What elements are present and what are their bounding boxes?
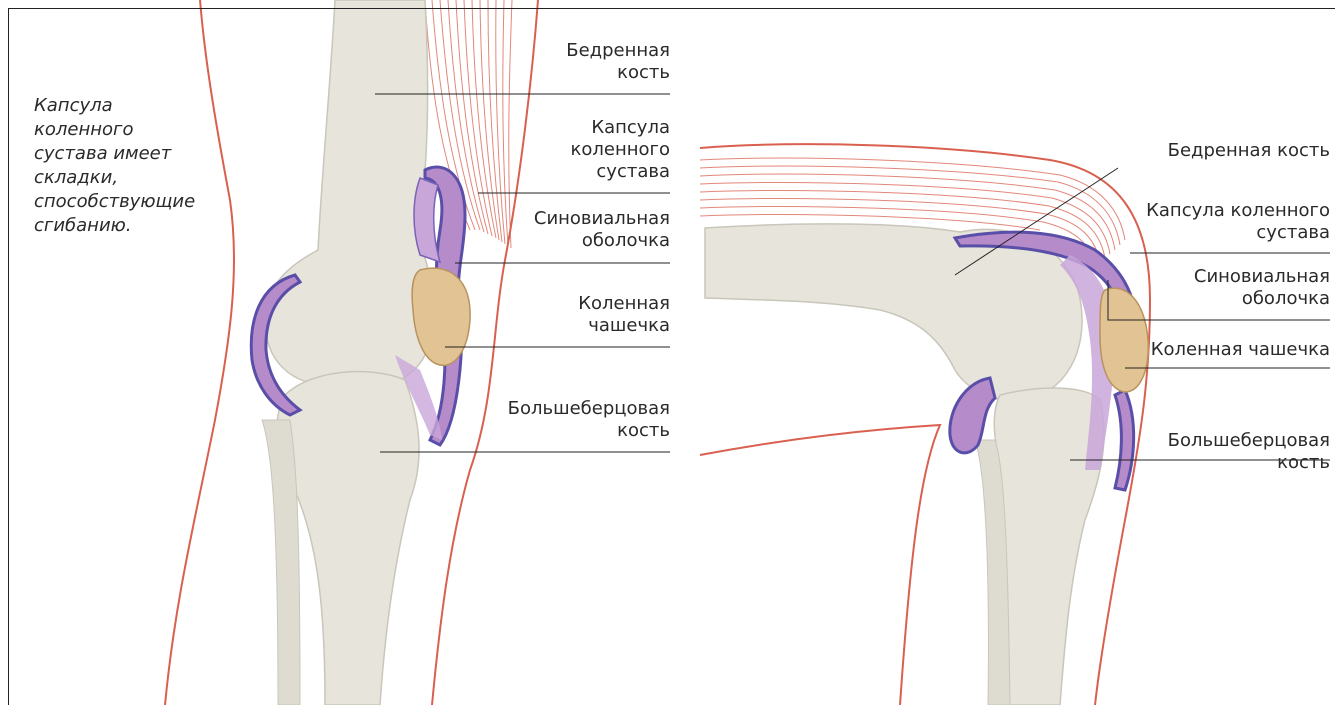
label-line: Синовиальная	[534, 208, 670, 230]
label-line: Капсула коленного	[1146, 200, 1330, 222]
note-line: складки,	[34, 166, 195, 190]
label-line: коленного	[571, 139, 670, 161]
extended-knee	[165, 0, 538, 705]
tibia-right	[994, 388, 1104, 705]
label-line: кость	[566, 62, 670, 84]
label-line: Бедренная кость	[1168, 140, 1330, 162]
note-line: коленного	[34, 118, 195, 142]
label-femur-left: Бедренная кость	[566, 40, 670, 84]
fibula-left	[262, 420, 300, 705]
label-line: оболочка	[1194, 288, 1330, 310]
patella-right	[1100, 288, 1148, 392]
quadriceps-muscle	[425, 0, 512, 248]
label-tibia-left: Большеберцовая кость	[508, 398, 670, 442]
femur-right	[705, 224, 1082, 401]
label-capsule-left: Капсула коленного сустава	[571, 117, 670, 183]
flexed-knee	[700, 144, 1150, 705]
label-line: сустава	[571, 161, 670, 183]
synovial-front-left	[414, 178, 440, 262]
capsule-note: Капсула коленного сустава имеет складки,…	[34, 94, 195, 238]
note-line: способствующие	[34, 190, 195, 214]
label-line: Бедренная	[566, 40, 670, 62]
label-line: Коленная чашечка	[1151, 339, 1330, 361]
label-line: Большеберцовая	[1168, 430, 1330, 452]
frame-left	[8, 8, 9, 705]
femur-left	[265, 0, 433, 389]
frame-top	[8, 8, 1335, 9]
label-line: Коленная	[578, 293, 670, 315]
label-tibia-right: Большеберцовая кость	[1168, 430, 1330, 474]
skin-outline-bottom	[700, 425, 940, 705]
note-line: сгибанию.	[34, 214, 195, 238]
label-patella-right: Коленная чашечка	[1151, 339, 1330, 361]
label-line: чашечка	[578, 315, 670, 337]
label-line: сустава	[1146, 222, 1330, 244]
capsule-front-right	[1115, 390, 1134, 490]
label-line: кость	[1168, 452, 1330, 474]
label-line: кость	[508, 420, 670, 442]
label-synovial-left: Синовиальная оболочка	[534, 208, 670, 252]
label-patella-left: Коленная чашечка	[578, 293, 670, 337]
label-line: Синовиальная	[1194, 266, 1330, 288]
label-line: Большеберцовая	[508, 398, 670, 420]
label-femur-right: Бедренная кость	[1168, 140, 1330, 162]
note-line: Капсула	[34, 94, 195, 118]
label-capsule-right: Капсула коленного сустава	[1146, 200, 1330, 244]
label-line: Капсула	[571, 117, 670, 139]
label-synovial-right: Синовиальная оболочка	[1194, 266, 1330, 310]
label-line: оболочка	[534, 230, 670, 252]
note-line: сустава имеет	[34, 142, 195, 166]
